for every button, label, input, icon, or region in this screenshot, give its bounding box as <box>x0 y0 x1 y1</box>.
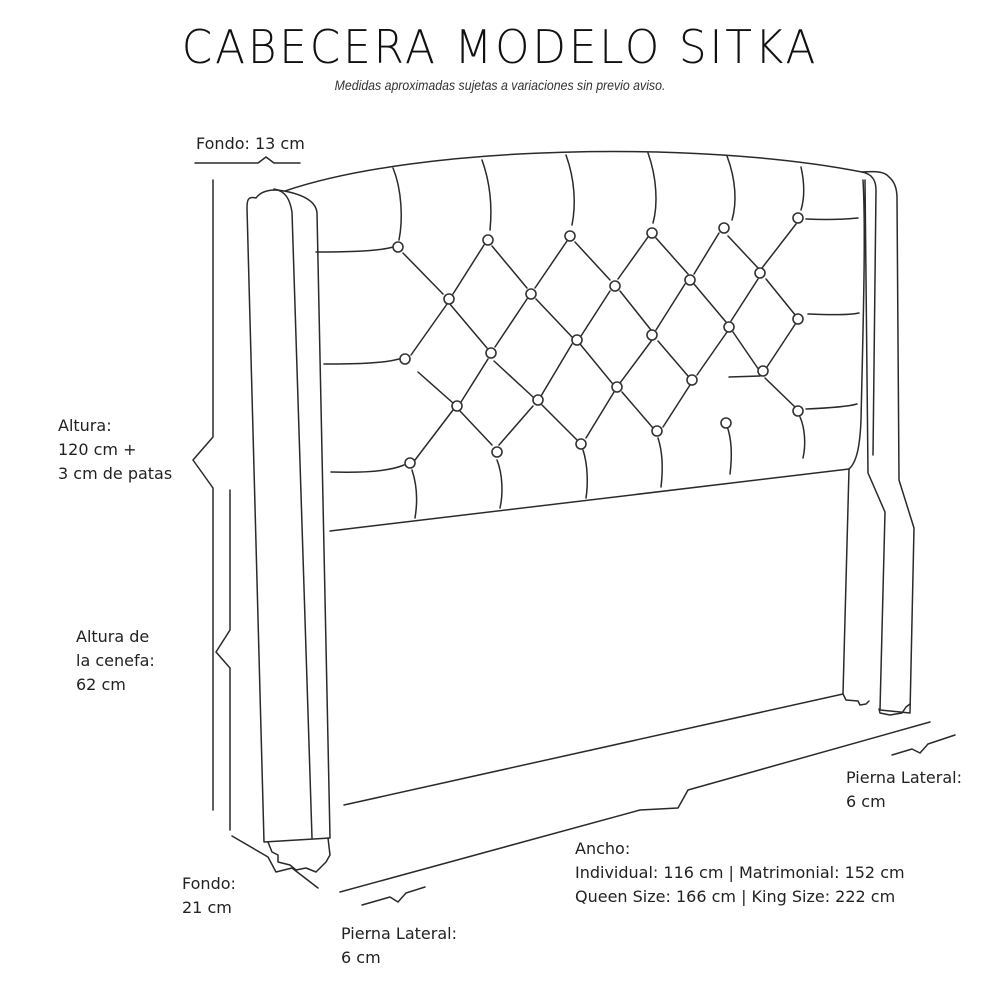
page-title: CABECERA MODELO SITKA <box>181 20 819 74</box>
ancho-label: Ancho: Individual: 116 cm | Matrimonial:… <box>575 837 905 909</box>
tuck-left-2 <box>323 358 400 365</box>
tuck-top-5 <box>726 155 736 221</box>
tufting-buttons <box>392 212 804 469</box>
pierna-lateral-left-label: Pierna Lateral: 6 cm <box>341 922 457 970</box>
fondo-bottom-dimension-line <box>231 835 319 889</box>
fondo-top-label: Fondo: 13 cm <box>196 132 305 156</box>
altura-cenefa-label: Altura de la cenefa: 62 cm <box>76 625 155 697</box>
fondo-bottom-line-2: 21 cm <box>182 898 232 917</box>
altura-line-3: 3 cm de patas <box>58 464 173 483</box>
tuck-top-3 <box>565 154 575 226</box>
cenefa-right-edge <box>842 468 850 695</box>
tuck-top-6 <box>800 166 805 211</box>
disclaimer-subtitle: Medidas aproximadas sujetas a variacione… <box>334 77 666 93</box>
pierna-right-line-1: Pierna Lateral: <box>846 768 962 787</box>
right-wing-inner <box>861 171 877 456</box>
pierna-left-line-1: Pierna Lateral: <box>341 924 457 943</box>
pierna-right-dimension-line <box>891 734 956 756</box>
pierna-left-dimension-line <box>361 886 426 906</box>
altura-line-1: Altura: <box>58 416 112 435</box>
cenefa-dimension-line <box>215 489 231 831</box>
ancho-line-3: Queen Size: 166 cm | King Size: 222 cm <box>575 887 896 906</box>
tuck-top-4 <box>647 152 657 224</box>
right-leg <box>842 693 870 706</box>
fondo-bottom-line-1: Fondo: <box>182 874 236 893</box>
ancho-line-2: Individual: 116 cm | Matrimonial: 152 cm <box>575 863 905 882</box>
cenefa-line-1: Altura de <box>76 627 150 646</box>
tuck-top-1 <box>392 167 402 241</box>
altura-line-2: 120 cm + <box>58 440 137 459</box>
tufted-section-bottom-edge <box>329 468 850 532</box>
ancho-line-1: Ancho: <box>575 839 631 858</box>
right-leg-2 <box>878 703 911 716</box>
tuck-right-3 <box>805 403 858 410</box>
tufted-right-edge <box>848 179 866 470</box>
altura-dimension-line <box>192 179 214 811</box>
right-wing <box>861 170 915 714</box>
fondo-top-text: Fondo: 13 cm <box>196 134 305 153</box>
cenefa-line-2: la cenefa: <box>76 651 155 670</box>
tuck-bottom-2 <box>496 459 503 509</box>
cenefa-bottom-edge <box>343 693 844 806</box>
left-wing <box>246 189 331 843</box>
cenefa-line-3: 62 cm <box>76 675 126 694</box>
left-wing-inner-edge <box>273 188 313 839</box>
tuck-right-1 <box>805 217 859 221</box>
pierna-right-line-2: 6 cm <box>846 792 886 811</box>
tuck-bottom-5 <box>726 425 732 475</box>
tuck-left-1 <box>315 246 394 253</box>
headboard-top-crest <box>284 150 863 192</box>
tuck-bottom-1 <box>411 469 418 519</box>
tuck-bottom-3 <box>582 449 588 499</box>
altura-label: Altura: 120 cm + 3 cm de patas <box>58 414 172 486</box>
tuck-right-2 <box>807 312 860 316</box>
diamond-lattice <box>402 223 797 461</box>
fondo-top-dimension-line <box>194 156 301 164</box>
left-leg <box>267 837 331 873</box>
pierna-left-line-2: 6 cm <box>341 948 381 967</box>
ancho-dimension-line <box>339 721 931 893</box>
fondo-bottom-label: Fondo: 21 cm <box>182 872 236 920</box>
tuck-bottom-4 <box>657 437 663 488</box>
tuck-top-2 <box>481 159 492 231</box>
tuck-left-3 <box>330 464 405 473</box>
pierna-lateral-right-label: Pierna Lateral: 6 cm <box>846 766 962 814</box>
tuck-bottom-6 <box>799 416 806 459</box>
